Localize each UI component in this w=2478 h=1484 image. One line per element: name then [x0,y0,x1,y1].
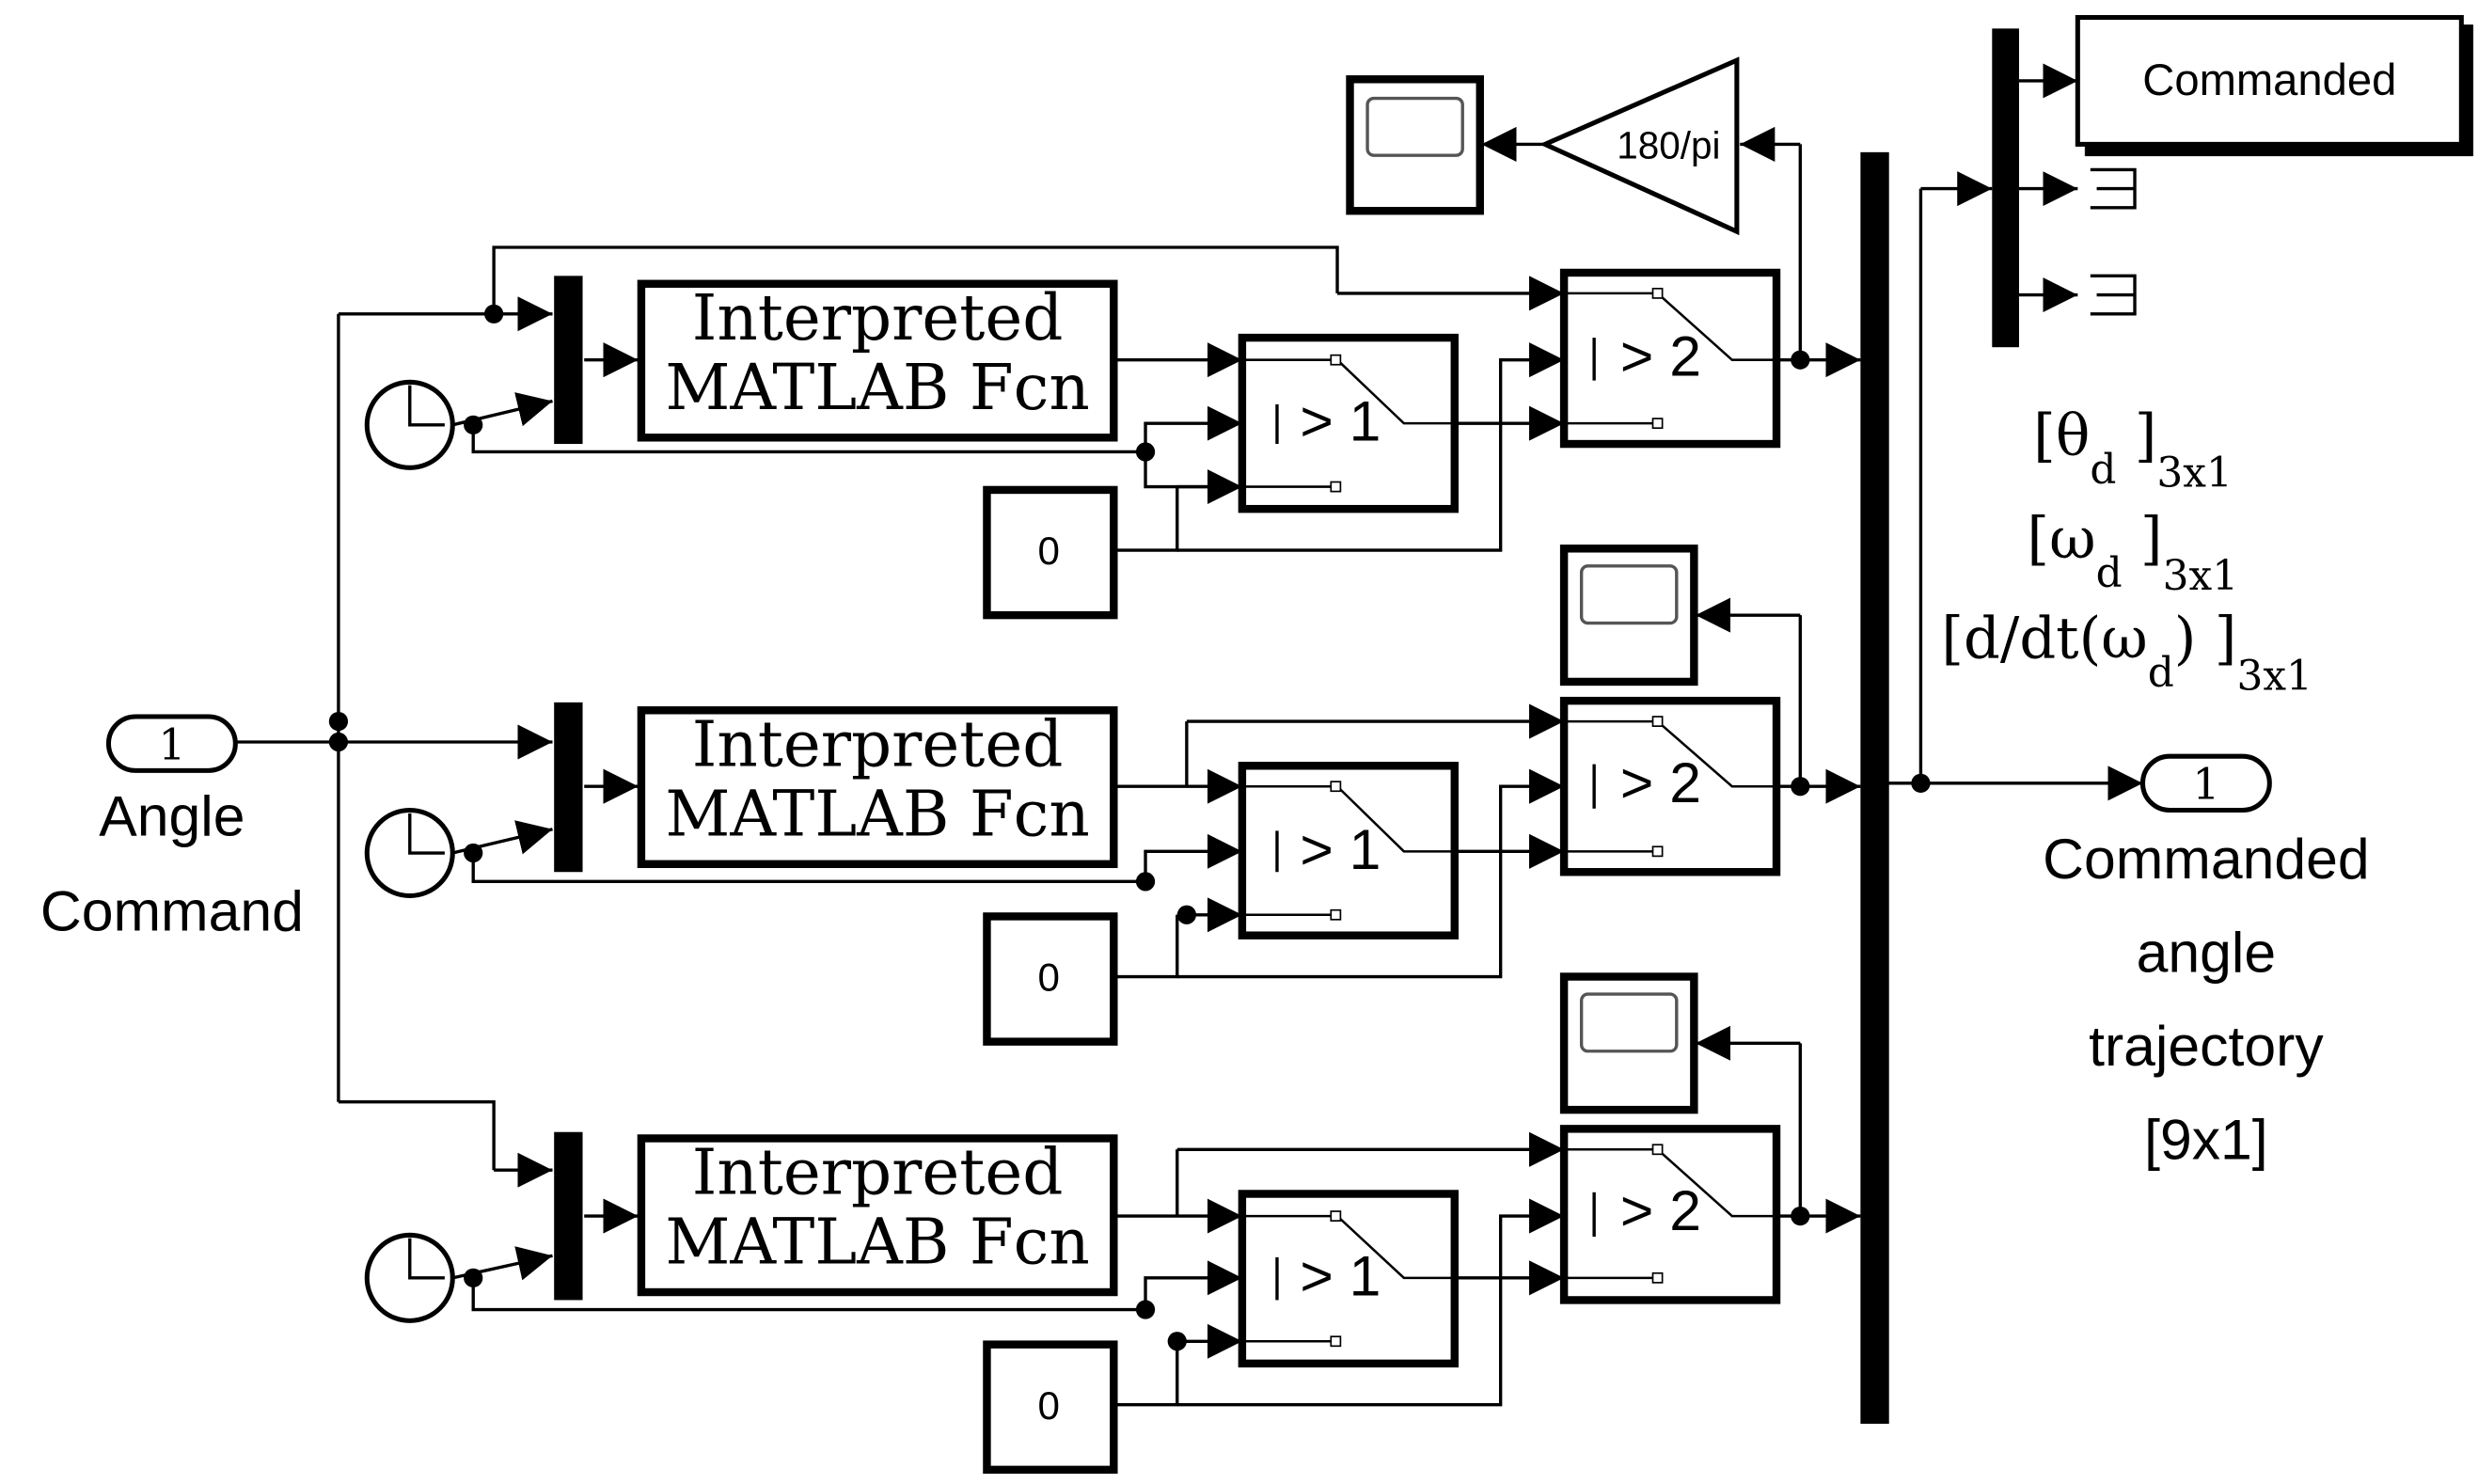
interpreted-matlab-fcn-block[interactable]: Interpreted MATLAB Fcn [637,1134,1118,1297]
gain-value: 180/pi [1617,124,1720,167]
demux-block[interactable] [1992,28,2019,348]
fcn-label: Interpreted [692,1134,1064,1208]
constant-block[interactable]: 0 [983,485,1118,620]
constant-block[interactable]: 0 [983,1340,1118,1475]
clock-icon[interactable] [364,379,455,470]
omega-derivative-label: [d/dt(ωd) ]3x1 [1941,607,2312,701]
switch-threshold: > 1 [1300,817,1381,881]
signal-wires [235,63,2143,1407]
outport-label: trajectory [2089,1014,2324,1078]
switch-2-block[interactable]: > 2 [1559,1125,1781,1304]
switch-2-block[interactable]: > 2 [1559,696,1781,876]
terminator-icon[interactable] [2090,167,2137,210]
gain-block[interactable]: 180/pi [1539,56,1740,236]
signal-dimension-labels: [θd ]3x1 [ωd ]3x1 [d/dt(ωd) ]3x1 [1941,403,2312,701]
inport-label: Angle [99,783,245,847]
switch-threshold: > 2 [1620,1178,1701,1242]
inport-label: Command [40,879,304,943]
constant-value: 0 [1037,1383,1059,1428]
outport-label: [9x1] [2144,1107,2268,1171]
angle-command-inport[interactable]: 1 [105,714,238,773]
switch-1-block[interactable]: > 1 [1238,333,1459,513]
commanded-angle-outport[interactable]: 1 [2139,753,2272,813]
switch-1-block[interactable]: > 1 [1238,762,1459,939]
channel-1: Interpreted MATLAB Fcn 0 > 1 > 2 [364,268,1781,620]
outport-label: angle [2137,920,2277,984]
fcn-label: Interpreted [692,280,1064,355]
interpreted-matlab-fcn-block[interactable]: Interpreted MATLAB Fcn [637,706,1118,869]
scope-block-1[interactable] [1346,75,1484,215]
commanded-block[interactable]: Commanded [2075,15,2464,147]
theta-label: [θd ]3x1 [2033,403,2233,497]
mux-block[interactable] [554,1131,583,1301]
constant-value: 0 [1037,955,1059,1000]
switch-1-block[interactable]: > 1 [1238,1190,1459,1368]
outport-number: 1 [2192,760,2219,810]
fcn-label: Interpreted [692,706,1064,781]
switch-threshold: > 2 [1620,324,1701,388]
fcn-label: MATLAB Fcn [665,1205,1089,1279]
fcn-label: MATLAB Fcn [665,776,1089,850]
switch-threshold: > 1 [1300,389,1381,453]
constant-block[interactable]: 0 [983,912,1118,1046]
switch-threshold: > 2 [1620,750,1701,814]
switch-2-block[interactable]: > 2 [1559,268,1781,449]
interpreted-matlab-fcn-block[interactable]: Interpreted MATLAB Fcn [637,279,1118,442]
mux-block[interactable] [554,276,583,445]
terminator-icon[interactable] [2090,274,2137,316]
constant-value: 0 [1037,529,1059,573]
scope-block-3[interactable] [1559,972,1698,1114]
clock-icon[interactable] [364,807,455,899]
scope-block-2[interactable] [1559,545,1698,687]
outport-label: Commanded [2043,827,2369,891]
bus-mux-block[interactable] [1860,151,1889,1424]
channel-3: Interpreted MATLAB Fcn 0 > 1 > 2 [364,1125,1781,1475]
clock-icon[interactable] [364,1232,455,1323]
inport-number: 1 [158,720,185,770]
commanded-block-label: Commanded [2142,55,2396,105]
junction-dots [328,304,1931,1351]
switch-threshold: > 1 [1300,1243,1381,1307]
omega-label: [ωd ]3x1 [2027,506,2238,600]
channel-2: Interpreted MATLAB Fcn 0 > 1 > 2 [364,696,1781,1046]
mux-block[interactable] [554,702,583,873]
fcn-label: MATLAB Fcn [665,350,1089,424]
